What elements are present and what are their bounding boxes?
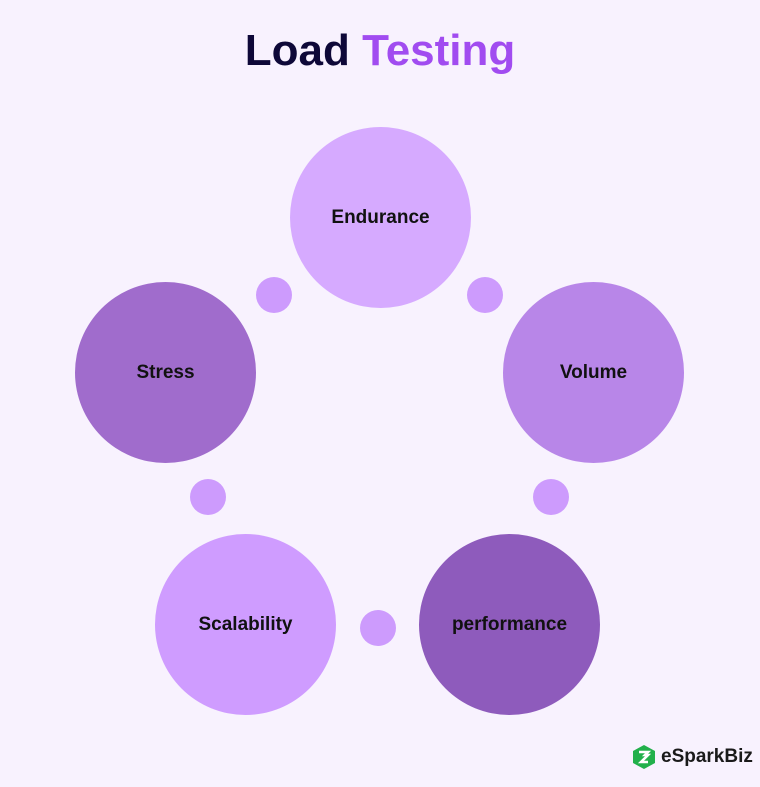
node-scalability: Scalability xyxy=(155,534,336,715)
node-label: Endurance xyxy=(331,206,430,228)
node-label: Stress xyxy=(136,361,195,383)
title-part1: Load xyxy=(244,26,350,75)
page-title: Load Testing xyxy=(0,26,760,76)
node-label: Volume xyxy=(559,361,628,383)
node-label: performance xyxy=(451,613,568,635)
brand-logo: eSparkBiz xyxy=(632,744,753,770)
connector-dot xyxy=(533,479,569,515)
node-label: Scalability xyxy=(198,613,293,635)
connector-dot xyxy=(256,277,292,313)
esparkbiz-logo-icon xyxy=(633,745,655,769)
node-endurance: Endurance xyxy=(290,127,471,308)
connector-dot xyxy=(190,479,226,515)
title-part2: Testing xyxy=(362,26,516,75)
connector-dot xyxy=(360,610,396,646)
node-stress: Stress xyxy=(75,282,256,463)
node-volume: Volume xyxy=(503,282,684,463)
brand-name: eSparkBiz xyxy=(661,746,753,767)
connector-dot xyxy=(467,277,503,313)
node-performance: performance xyxy=(419,534,600,715)
